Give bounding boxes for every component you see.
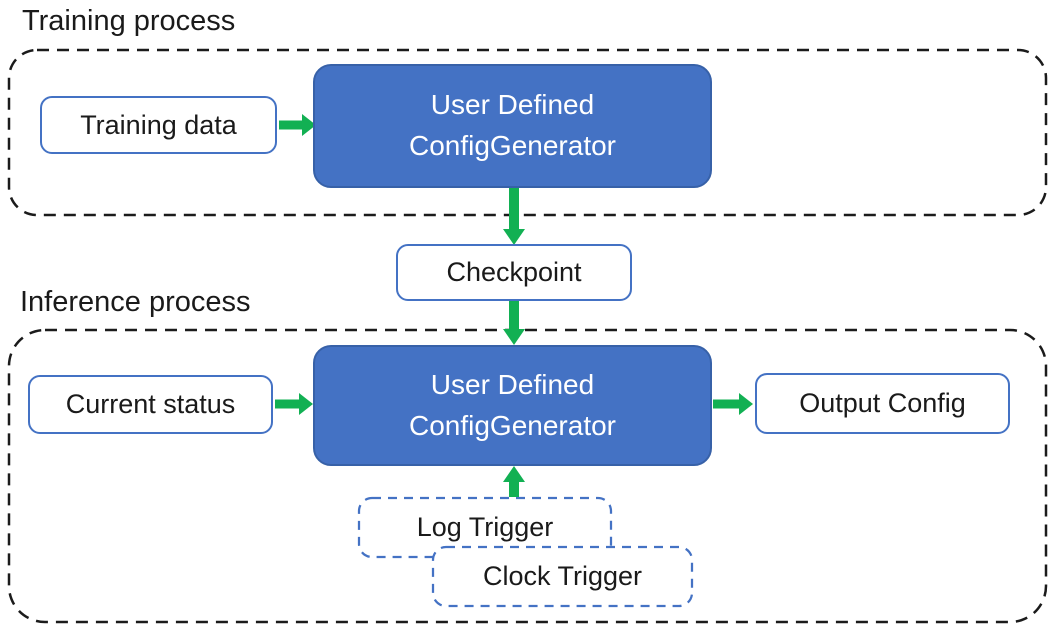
- inference-process-title: Inference process: [20, 286, 251, 318]
- output-config-label: Output Config: [799, 388, 966, 418]
- log-trigger-box: [357, 496, 613, 559]
- arrow-down-inference-icon: [503, 301, 525, 345]
- inference-config-generator-label: User Defined ConfigGenerator: [408, 368, 616, 441]
- output-config-node: Output Config: [755, 373, 1010, 434]
- training-config-generator-label: User Defined ConfigGenerator: [408, 89, 616, 161]
- training-process-title: Training process: [22, 5, 236, 37]
- inference-process-container: [7, 328, 1048, 624]
- training-process-container: [7, 48, 1048, 217]
- training-config-generator-node: User Defined ConfigGenerator: [313, 64, 712, 188]
- arrow-up-trigger-icon: [503, 466, 525, 497]
- current-status-label: Current status: [65, 389, 236, 419]
- training-data-node: Training data: [40, 96, 277, 154]
- current-status-node: Current status: [28, 375, 273, 434]
- clock-trigger-box: [431, 545, 694, 608]
- arrow-right-training-icon: [279, 114, 316, 136]
- training-data-label: Training data: [80, 109, 237, 140]
- checkpoint-label: Checkpoint: [446, 257, 582, 287]
- arrow-down-checkpoint-icon: [503, 187, 525, 245]
- arrow-right-status-icon: [275, 393, 313, 415]
- checkpoint-node: Checkpoint: [396, 244, 632, 301]
- arrow-right-output-icon: [713, 393, 753, 415]
- inference-config-generator-node: User Defined ConfigGenerator: [313, 345, 712, 466]
